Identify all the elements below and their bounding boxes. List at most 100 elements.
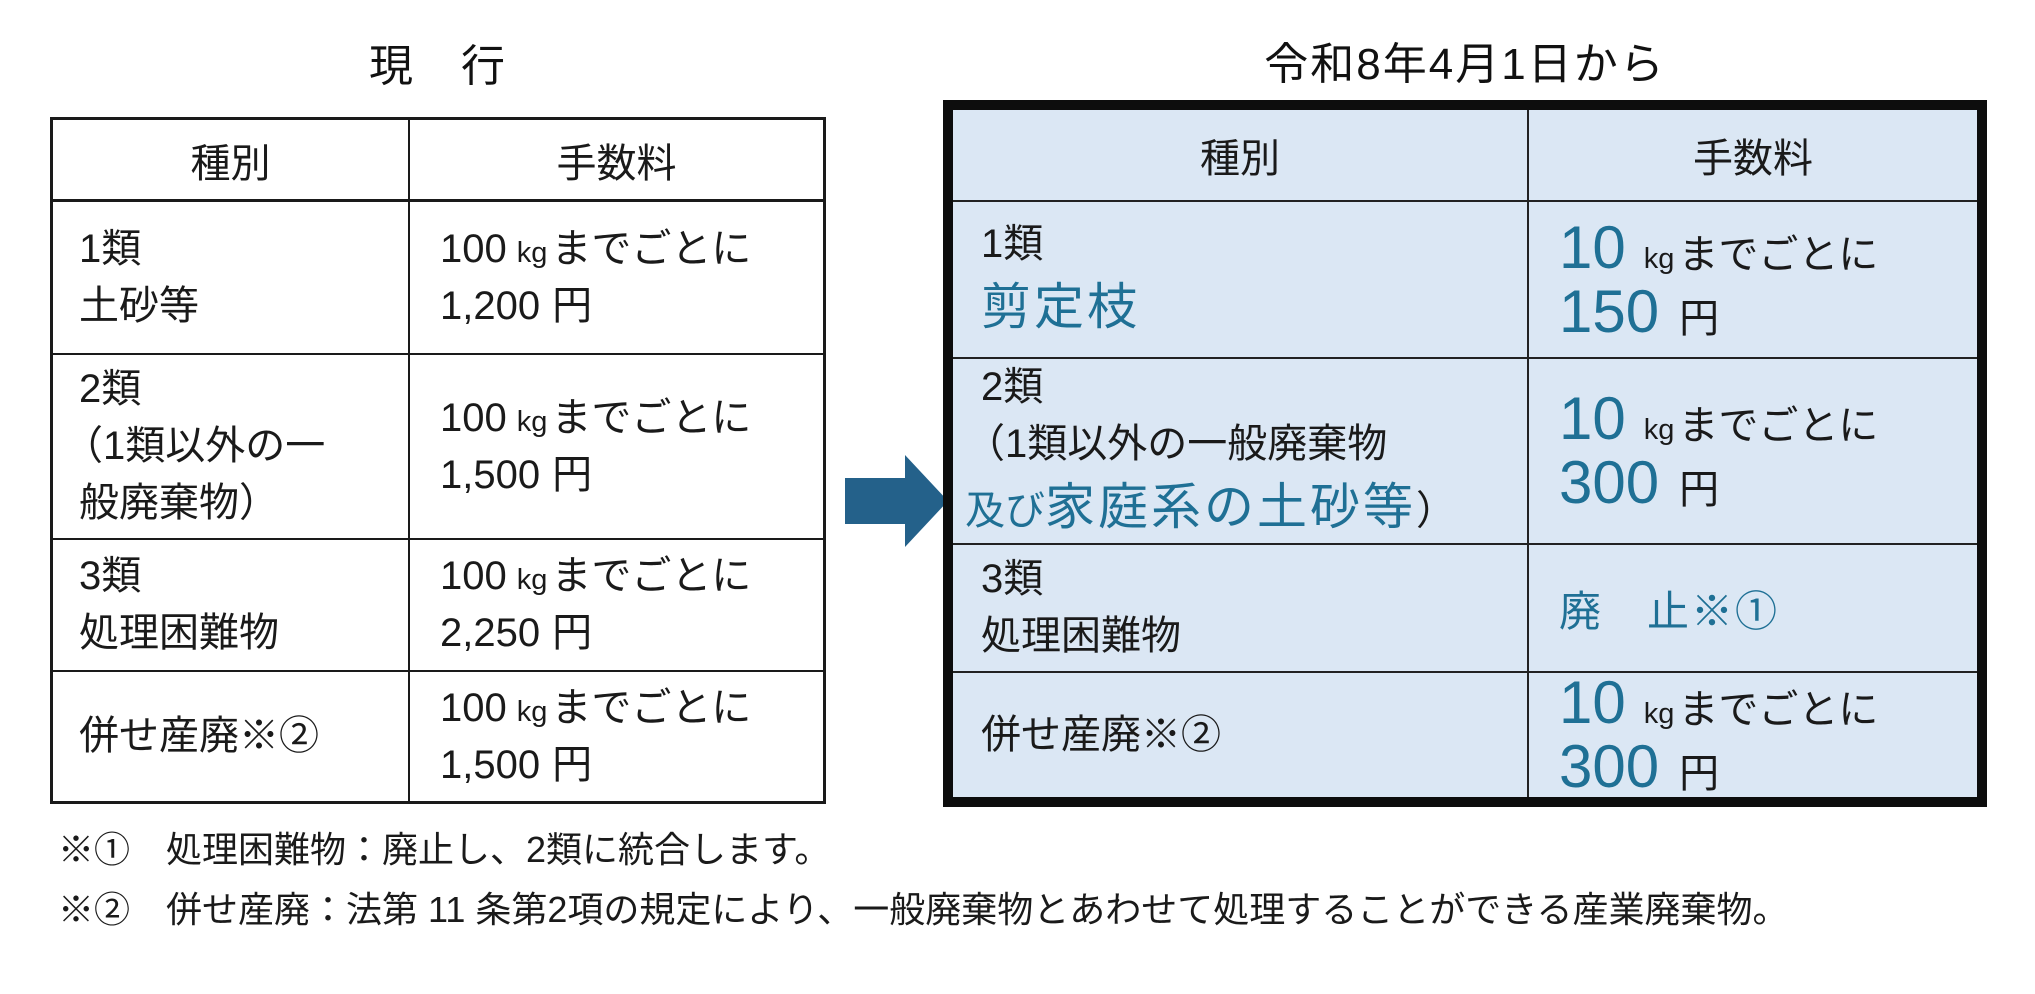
type-line: 1類 xyxy=(79,226,142,271)
type-highlight-line: 剪定枝 xyxy=(981,272,1527,343)
type-line: 処理困難物 xyxy=(981,614,1181,658)
fee-unit: kg xyxy=(516,236,548,269)
fee-price: 300 xyxy=(1559,733,1660,800)
type-cell: 2類 （1類以外の一 般廃棄物） xyxy=(53,355,410,538)
type-line: 2類 xyxy=(79,367,142,412)
fee-cell: 100 kg までごとに 1,500 円 xyxy=(410,355,823,538)
fee-line: 300 円 xyxy=(1559,735,1977,799)
fee-unit: kg xyxy=(1643,414,1675,446)
fee-suffix: までごとに xyxy=(1678,688,1879,732)
fee-unit: kg xyxy=(1643,698,1675,730)
fee-suffix: までごとに xyxy=(551,226,752,271)
closing-paren: ） xyxy=(1416,489,1456,534)
fee-yen: 円 xyxy=(1679,468,1720,512)
fee-amount: 10 xyxy=(1559,385,1626,452)
highlight-text-small: 及び xyxy=(965,489,1045,534)
footnotes: ※① 処理困難物：廃止し、2類に統合します。 ※② 併せ産廃：法第 11 条第2… xyxy=(58,820,1789,941)
type-line: 3類 xyxy=(981,557,1044,602)
header-fee-cell: 手数料 xyxy=(1529,110,1977,200)
table-row: 3類 処理困難物 100 kg までごとに 2,250 円 xyxy=(53,538,823,670)
type-cell: 併せ産廃※② xyxy=(953,673,1529,797)
fee-line: 10 kg までごとに xyxy=(1559,216,1977,280)
table-row: 1類 剪定枝 10 kg までごとに 150 円 xyxy=(953,200,1977,357)
type-cell: 1類 剪定枝 xyxy=(953,202,1529,357)
new-fee-table: 種別 手数料 1類 剪定枝 10 kg までごとに 150 xyxy=(943,100,1987,807)
fee-line: 10 kg までごとに xyxy=(1559,671,1977,735)
fee-cell: 100 kg までごとに 1,200 円 xyxy=(410,202,823,353)
table-row: 1類 土砂等 100 kg までごとに 1,200 円 xyxy=(53,200,823,353)
fee-unit: kg xyxy=(1643,242,1675,275)
type-cell: 1類 土砂等 xyxy=(53,202,410,353)
fee-price: 150 xyxy=(1559,277,1660,345)
abolished-label: 廃 止※① xyxy=(1559,587,1780,635)
fee-suffix: までごとに xyxy=(551,554,752,599)
fee-line: 100 kg までごとに xyxy=(440,390,823,447)
fee-unit: kg xyxy=(516,405,548,438)
fee-suffix: までごとに xyxy=(551,395,752,440)
fee-suffix: までごとに xyxy=(1678,232,1879,277)
fee-cell: 100 kg までごとに 1,500 円 xyxy=(410,672,823,801)
transition-arrow-icon xyxy=(845,455,948,547)
fee-price: 1,500 xyxy=(440,742,541,787)
type-line: 併せ産廃※② xyxy=(79,714,319,759)
fee-cell: 10 kg までごとに 300 円 xyxy=(1529,359,1977,543)
header-fee-label: 手数料 xyxy=(1693,137,1813,181)
header-fee-label: 手数料 xyxy=(556,141,677,186)
type-cell: 3類 処理困難物 xyxy=(53,540,410,670)
fee-line: 100 kg までごとに xyxy=(440,680,823,737)
effective-date-title: 令和8年4月1日から xyxy=(1264,40,1666,89)
type-line: 2類 xyxy=(981,364,1044,409)
fee-suffix: までごとに xyxy=(551,685,752,730)
table-row: 3類 処理困難物 廃 止※① xyxy=(953,543,1977,671)
type-line: 1類 xyxy=(981,221,1044,266)
header-type-cell: 種別 xyxy=(953,110,1529,200)
fee-line: 100 kg までごとに xyxy=(440,221,823,278)
fee-line: 150 円 xyxy=(1559,280,1977,344)
fee-line: 300 円 xyxy=(1559,451,1977,515)
fee-line: 1,500 円 xyxy=(440,737,823,794)
type-line: 3類 xyxy=(79,554,142,599)
fee-amount: 100 xyxy=(440,226,507,271)
type-line: （1類以外の一般廃棄物 xyxy=(965,421,1388,466)
fee-price: 2,250 xyxy=(440,611,541,655)
footnote-1: ※① 処理困難物：廃止し、2類に統合します。 xyxy=(58,829,831,870)
fee-price: 300 xyxy=(1559,449,1660,516)
type-cell: 3類 処理困難物 xyxy=(953,545,1529,671)
type-line: 併せ産廃※② xyxy=(981,712,1221,757)
type-cell: 2類 （1類以外の一般廃棄物 及び家庭系の土砂等） xyxy=(953,359,1529,543)
type-line: 処理困難物 xyxy=(79,611,279,655)
fee-amount: 100 xyxy=(440,685,507,730)
fee-amount: 100 xyxy=(440,554,507,599)
fee-unit: kg xyxy=(516,564,548,597)
fee-amount: 10 xyxy=(1559,669,1626,736)
fee-cell: 100 kg までごとに 2,250 円 xyxy=(410,540,823,670)
fee-yen: 円 xyxy=(552,283,593,328)
table-header-row: 種別 手数料 xyxy=(53,120,823,200)
fee-yen: 円 xyxy=(552,611,593,655)
table-row: 併せ産廃※② 10 kg までごとに 300 円 xyxy=(953,671,1977,799)
fee-line: 10 kg までごとに xyxy=(1559,387,1977,451)
fee-line: 1,500 円 xyxy=(440,447,823,504)
type-highlight-line: 及び家庭系の土砂等） xyxy=(965,472,1527,543)
fee-cell: 廃 止※① xyxy=(1529,545,1977,671)
fee-yen: 円 xyxy=(552,452,593,497)
fee-price: 1,500 xyxy=(440,452,541,497)
header-type-label: 種別 xyxy=(190,141,271,186)
current-fee-table: 種別 手数料 1類 土砂等 100 kg までごとに 1,200 円 xyxy=(50,117,826,804)
fee-cell: 10 kg までごとに 300 円 xyxy=(1529,671,1977,799)
fee-yen: 円 xyxy=(1679,752,1720,796)
fee-line: 2,250 円 xyxy=(440,605,823,662)
current-title: 現 行 xyxy=(369,42,507,91)
type-line: （1類以外の一 xyxy=(63,424,326,469)
header-fee-cell: 手数料 xyxy=(410,120,823,199)
type-line: 般廃棄物） xyxy=(79,480,279,525)
highlight-text: 家庭系の土砂等 xyxy=(1045,479,1416,536)
fee-yen: 円 xyxy=(552,742,593,787)
type-cell: 併せ産廃※② xyxy=(53,672,410,801)
footnote-2: ※② 併せ産廃：法第 11 条第2項の規定により、一般廃棄物とあわせて処理するこ… xyxy=(58,889,1789,931)
fee-line: 1,200 円 xyxy=(440,278,823,335)
fee-yen: 円 xyxy=(1679,296,1720,341)
fee-amount: 10 xyxy=(1559,213,1626,281)
fee-unit: kg xyxy=(516,695,548,728)
table-row: 併せ産廃※② 100 kg までごとに 1,500 円 xyxy=(53,670,823,801)
